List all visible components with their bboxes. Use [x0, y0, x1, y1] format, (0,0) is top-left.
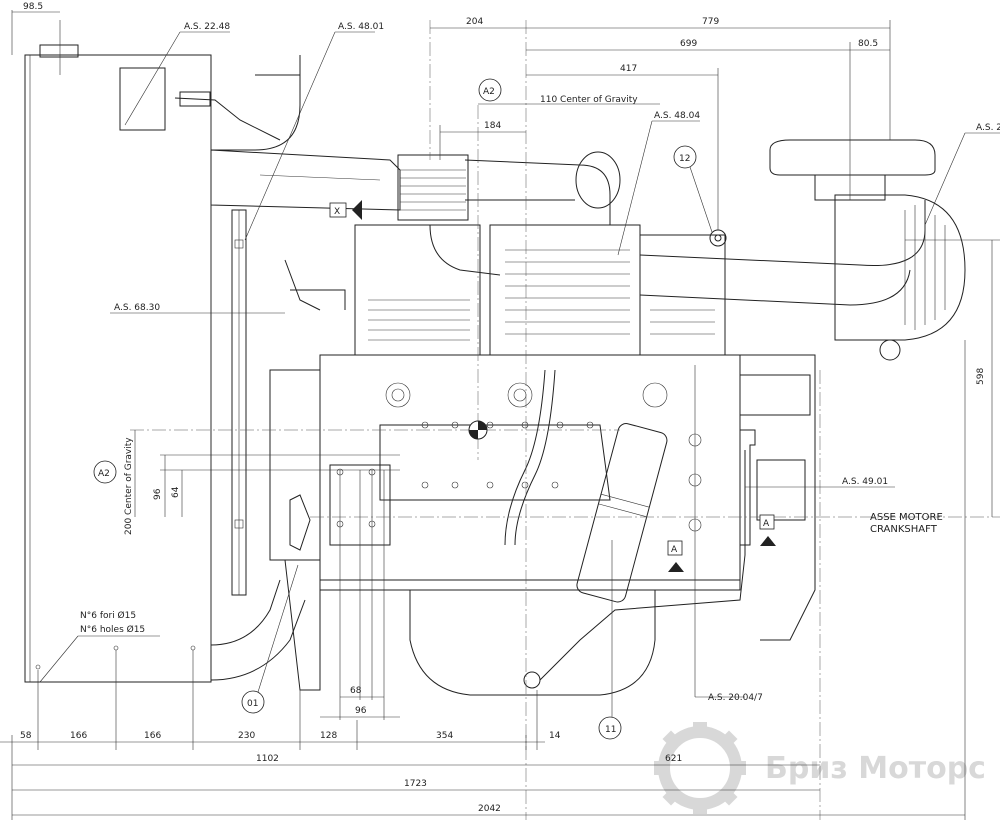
dim-1723: 1723 [404, 779, 427, 789]
svg-text:A: A [671, 545, 678, 555]
callout-leaders: A.S. 22.48 A.S. 48.01 A.S. 48.04 A.S. 21… [110, 22, 1000, 703]
callout-as-49-01: A.S. 49.01 [842, 477, 888, 487]
crankshaft-label: CRANKSHAFT [870, 524, 938, 535]
gear-logo-icon [654, 722, 746, 814]
cog-vertical-label: 200 Center of Gravity [124, 437, 134, 535]
bubble-01: 01 [241, 564, 299, 714]
crankshaft-labels: ASSE MOTORE CRANKSHAFT [870, 512, 943, 535]
feet-dimensions: 68 96 [320, 470, 400, 720]
svg-text:01: 01 [247, 699, 258, 709]
dim-166-a: 166 [70, 731, 87, 741]
center-lines [130, 20, 1000, 820]
left-dimensions: 200 Center of Gravity 96 64 [124, 430, 400, 535]
svg-text:A2: A2 [98, 469, 110, 479]
asse-motore-label: ASSE MOTORE [870, 512, 943, 523]
dim-1102: 1102 [256, 754, 279, 764]
svg-text:X: X [334, 207, 340, 217]
x-datum-box: X [329, 200, 362, 220]
brand-watermark: Бриз Моторс [654, 722, 986, 814]
dim-2042: 2042 [478, 804, 501, 814]
markers: A2 A2 X A A 12 [93, 78, 776, 740]
right-dimensions: 598 [905, 239, 1000, 517]
callout-as-20-04-7: A.S. 20.04/7 [708, 693, 763, 703]
dim-204: 204 [466, 17, 483, 27]
a-datum-box-1: A [667, 540, 684, 572]
dim-128: 128 [320, 731, 337, 741]
callout-as-48-04: A.S. 48.04 [654, 111, 700, 121]
bottom-dimensions: 58 166 166 230 128 354 14 1102 621 1723 … [0, 340, 966, 820]
dim-14: 14 [549, 731, 561, 741]
bubble-12: 12 [673, 145, 713, 233]
oil-filter [576, 423, 668, 603]
dim-184: 184 [484, 121, 501, 131]
bubble-11: 11 [598, 540, 622, 740]
dim-417: 417 [620, 64, 637, 74]
a2-top-bubble: A2 [478, 78, 502, 102]
svg-text:11: 11 [605, 725, 616, 735]
dim-96-vertical: 96 [153, 488, 163, 500]
dim-779: 779 [702, 17, 719, 27]
svg-text:A: A [763, 519, 770, 529]
callout-as-48-01: A.S. 48.01 [338, 22, 384, 32]
engine-block [210, 149, 816, 696]
dim-354: 354 [436, 731, 453, 741]
center-of-gravity-symbol [468, 420, 488, 440]
holes-note: N°6 fori Ø15 N°6 holes Ø15 [39, 610, 160, 683]
a2-left-bubble: A2 [93, 460, 117, 484]
callout-as-22-48: A.S. 22.48 [184, 22, 230, 32]
dim-230: 230 [238, 731, 255, 741]
a-datum-box-2: A [759, 514, 776, 546]
dim-68-horizontal: 68 [350, 686, 362, 696]
dim-166-b: 166 [144, 731, 161, 741]
radiator [24, 20, 306, 683]
watermark-text: Бриз Моторс [765, 751, 986, 786]
dim-58: 58 [20, 731, 32, 741]
dim-96-horizontal: 96 [355, 706, 367, 716]
dim-621: 621 [665, 754, 682, 764]
top-dimensions: 98.5 204 779 699 80.5 417 110 Center of … [11, 2, 891, 230]
dim-64-vertical: 64 [171, 486, 181, 498]
svg-text:12: 12 [679, 154, 690, 164]
cog-horizontal-label: 110 Center of Gravity [540, 95, 638, 105]
holes-english-label: N°6 holes Ø15 [80, 624, 145, 635]
dim-699: 699 [680, 39, 697, 49]
callout-as-68-30: A.S. 68.30 [114, 303, 160, 313]
holes-italian-label: N°6 fori Ø15 [80, 610, 136, 621]
dim-598: 598 [976, 368, 986, 385]
callout-as-21: A.S. 21 [976, 123, 1000, 133]
fan-guard [231, 209, 247, 596]
dim-80-5: 80.5 [858, 39, 878, 49]
svg-text:A2: A2 [483, 87, 495, 97]
dim-98-5: 98.5 [23, 2, 43, 12]
